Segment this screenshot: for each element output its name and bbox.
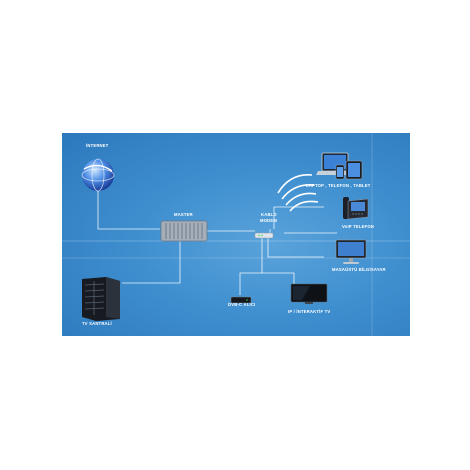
internet-label: İNTERNET (86, 143, 109, 148)
headend-label: TV SANTRALİ (82, 321, 112, 326)
devices-node (314, 151, 366, 186)
iptv-label: IP / İNTERAKTİF TV (288, 309, 331, 314)
devices-icon (316, 152, 363, 180)
devices-label: LAPTOP , TELEFON , TABLET (306, 183, 371, 188)
dvbc-node (230, 291, 252, 309)
voip-label: VoIP TELEFON (342, 224, 375, 229)
desktop-label: MASAÜSTÜ BİLGİSAYAR (332, 267, 386, 272)
ip-phone-icon (343, 197, 369, 220)
router-icon (254, 229, 274, 239)
globe-icon (81, 158, 115, 192)
modem-label-line2: MODEM (260, 218, 278, 223)
headend-node (76, 275, 124, 326)
set-top-box-icon (230, 296, 252, 304)
iptv-node (290, 283, 328, 310)
amplifier-icon (160, 220, 208, 242)
master-label: MASTER (174, 212, 193, 217)
server-rack-icon (82, 277, 120, 321)
internet-node (80, 157, 116, 198)
network-diagram: İNTERNET MASTER KABLO MODEM (62, 133, 410, 336)
monitor-icon (335, 239, 367, 264)
dvbc-label: DVB-C ALICI (228, 302, 256, 307)
master-node (160, 219, 208, 248)
modem-node (254, 226, 274, 244)
desktop-node (334, 239, 368, 270)
wifi-waves-icon (277, 174, 319, 212)
tv-icon (290, 283, 328, 304)
modem-label-line1: KABLO (261, 212, 277, 217)
voip-node (340, 195, 370, 226)
